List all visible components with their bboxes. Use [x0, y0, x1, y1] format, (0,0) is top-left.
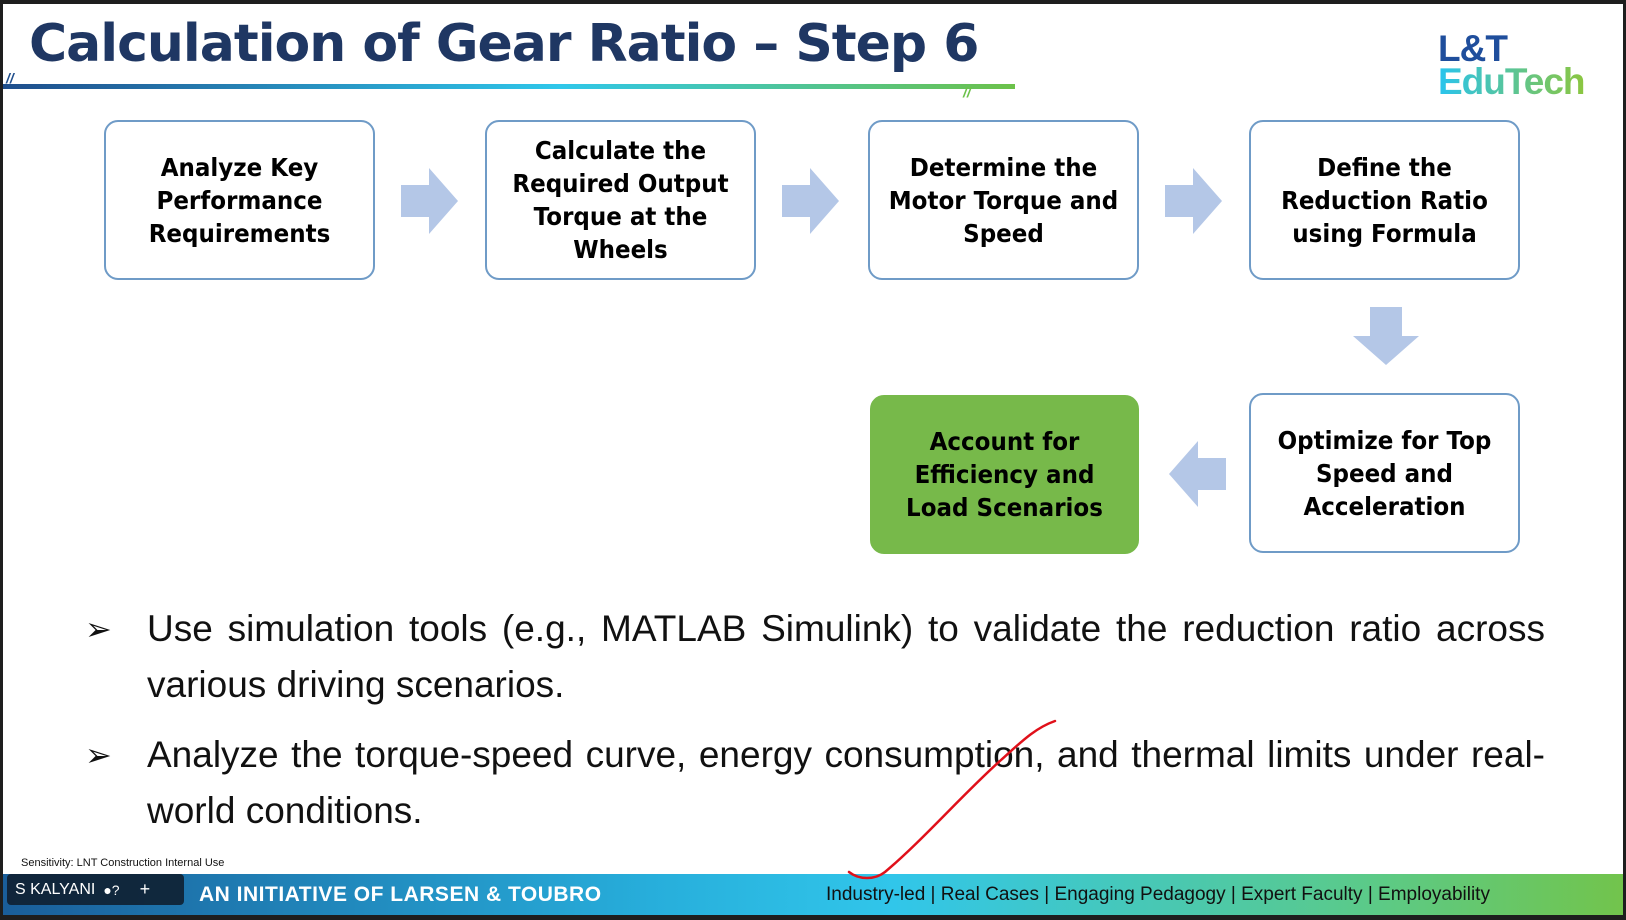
lt-edutech-logo: L&T EduTech: [1438, 28, 1585, 102]
arrow-bullet-icon: ➢: [85, 611, 112, 647]
arrow-bullet-icon: ➢: [85, 737, 112, 773]
flow-step-6-highlighted: Account for Efficiency and Load Scenario…: [870, 395, 1139, 554]
flow-step-label: Account for Efficiency and Load Scenario…: [906, 427, 1103, 522]
presentation-slide: Calculation of Gear Ratio – Step 6 // //…: [3, 4, 1623, 915]
slide-title: Calculation of Gear Ratio – Step 6: [29, 14, 979, 74]
flow-step-label: Analyze Key Performance Requirements: [148, 152, 331, 248]
left-arrow-icon: [1169, 441, 1226, 507]
bullet-item: ➢ Use simulation tools (e.g., MATLAB Simu…: [85, 601, 1545, 713]
down-arrow-icon: [1353, 307, 1419, 365]
flow-step-5: Optimize for Top Speed and Acceleration: [1249, 393, 1520, 553]
crosshair-cursor-icon: +: [139, 879, 151, 899]
sensitivity-label: Sensitivity: LNT Construction Internal U…: [21, 857, 225, 869]
participant-icon: ●?: [103, 881, 120, 898]
footer-bar: AN INITIATIVE OF LARSEN & TOUBRO Industr…: [3, 874, 1623, 915]
bullet-item: ➢ Analyze the torque-speed curve, energy …: [85, 727, 1545, 839]
flow-step-2: Calculate the Required Output Torque at …: [485, 120, 756, 280]
right-arrow-icon: [782, 168, 839, 234]
presenter-name-tag: S KALYANI ●? +: [7, 874, 184, 905]
rule-tick-right: //: [963, 84, 971, 100]
bullet-text: Use simulation tools (e.g., MATLAB Simul…: [147, 608, 1545, 705]
flow-step-label: Calculate the Required Output Torque at …: [512, 136, 729, 264]
footer-tagline: Industry-led | Real Cases | Engaging Ped…: [826, 884, 1490, 905]
flow-step-3: Determine the Motor Torque and Speed: [868, 120, 1139, 280]
rule-tick-left: //: [6, 70, 14, 86]
presenter-name: S KALYANI: [15, 880, 96, 898]
flow-step-label: Define the Reduction Ratio using Formula: [1281, 152, 1488, 248]
logo-line2: EduTech: [1438, 61, 1585, 102]
flow-step-4: Define the Reduction Ratio using Formula: [1249, 120, 1520, 280]
right-arrow-icon: [1165, 168, 1222, 234]
flow-step-label: Determine the Motor Torque and Speed: [888, 152, 1119, 248]
bullet-text: Analyze the torque-speed curve, energy c…: [147, 734, 1545, 831]
right-arrow-icon: [401, 168, 458, 234]
flow-step-1: Analyze Key Performance Requirements: [104, 120, 375, 280]
title-underline: [3, 84, 1015, 89]
logo-line1: L&T: [1438, 28, 1508, 69]
flow-step-label: Optimize for Top Speed and Acceleration: [1277, 425, 1492, 521]
bullet-list: ➢ Use simulation tools (e.g., MATLAB Simu…: [85, 601, 1545, 853]
footer-initiative-text: AN INITIATIVE OF LARSEN & TOUBRO: [199, 883, 602, 906]
